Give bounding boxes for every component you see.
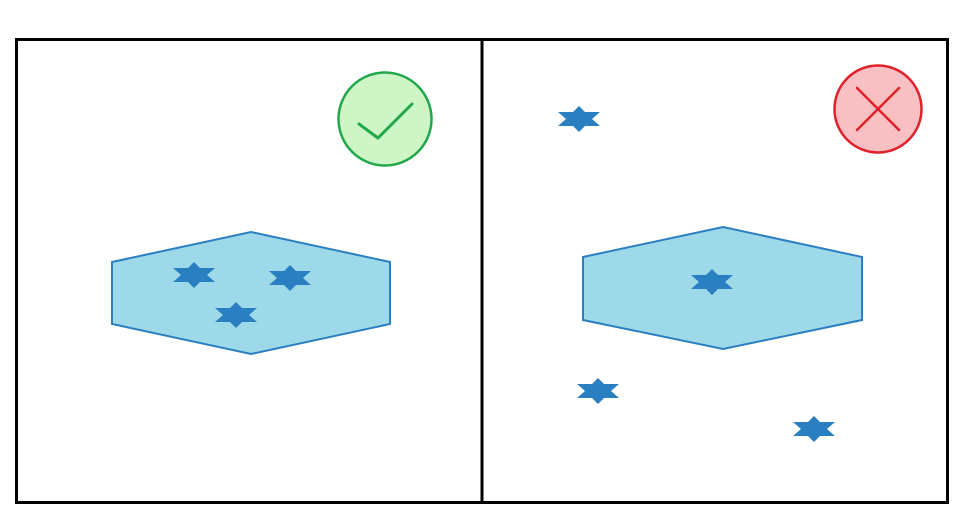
checkmark-icon <box>337 71 433 167</box>
panel-correct <box>111 71 433 356</box>
panel-incorrect <box>558 64 923 442</box>
star-icon-outside <box>793 416 835 442</box>
star-icon-outside <box>558 106 600 132</box>
hexagon-region <box>111 230 391 356</box>
star-icon-outside <box>577 378 619 404</box>
cross-icon <box>833 64 923 154</box>
